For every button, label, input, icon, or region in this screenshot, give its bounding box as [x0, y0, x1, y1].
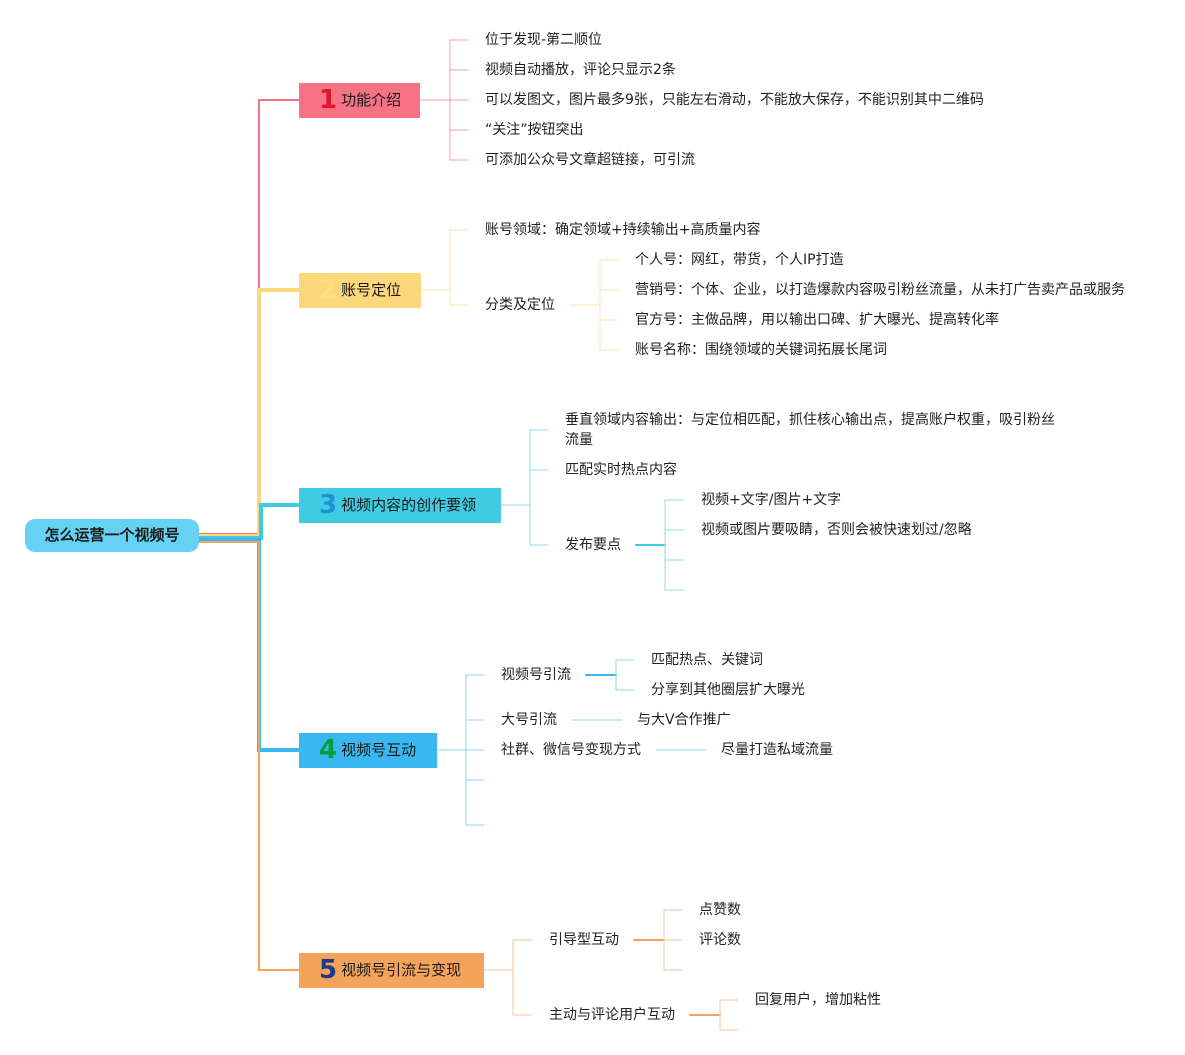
topic-number: 3: [319, 490, 338, 520]
list-item[interactable]: 分类及定位: [485, 297, 555, 313]
list-item[interactable]: 匹配实时热点内容: [565, 462, 677, 478]
list-item[interactable]: 发布要点: [565, 537, 621, 553]
list-item[interactable]: 大号引流: [501, 712, 557, 728]
list-item[interactable]: 点赞数: [699, 902, 741, 918]
topic-number: 4: [319, 735, 338, 765]
list-item[interactable]: 位于发现-第二顺位: [485, 32, 603, 48]
root-topic[interactable]: 怎么运营一个视频号: [25, 519, 199, 552]
connector-root-4: [197, 538, 301, 752]
list-item[interactable]: 可添加公众号文章超链接，可引流: [485, 152, 695, 168]
list-item[interactable]: 视频+文字/图片+文字: [701, 492, 842, 508]
list-item[interactable]: 视频自动播放，评论只显示2条: [485, 62, 676, 78]
topic-label: 视频号互动: [341, 741, 417, 759]
list-item[interactable]: 个人号：网红，带货，个人IP打造: [635, 252, 844, 268]
topic2-connectors: [420, 229, 619, 351]
list-item[interactable]: 账号名称：围绕领域的关键词拓展长尾词: [635, 342, 887, 358]
list-item[interactable]: 与大V合作推广: [637, 712, 731, 728]
topic-label: 账号定位: [341, 281, 402, 299]
list-item[interactable]: 分享到其他圈层扩大曝光: [651, 682, 805, 698]
list-item[interactable]: 视频号引流: [501, 667, 571, 683]
list-item[interactable]: 引导型互动: [549, 932, 619, 948]
topic-number: 2: [319, 275, 338, 305]
topic-label: 视频内容的创作要领: [341, 496, 477, 514]
list-item[interactable]: 尽量打造私域流量: [721, 742, 833, 758]
connector-root-1: [198, 99, 300, 535]
list-item[interactable]: 可以发图文，图片最多9张，只能左右滑动，不能放大保存，不能识别其中二维码: [485, 92, 984, 108]
topic-number: 1: [319, 85, 338, 115]
topic5-connectors: [483, 909, 739, 1031]
topic-label: 功能介绍: [341, 91, 402, 109]
topic-number: 5: [319, 955, 338, 985]
list-item[interactable]: 回复用户，增加粘性: [755, 992, 881, 1008]
list-item[interactable]: 社群、微信号变现方式: [501, 742, 641, 758]
topic4-connectors: [436, 659, 707, 826]
list-item[interactable]: “关注”按钮突出: [485, 122, 584, 138]
list-item[interactable]: 垂直领域内容输出：与定位相匹配，抓住核心输出点，提高账户权重，吸引粉丝流量: [565, 412, 1055, 448]
list-item[interactable]: 主动与评论用户互动: [549, 1007, 675, 1023]
list-item[interactable]: 匹配热点、关键词: [651, 652, 763, 668]
list-item[interactable]: 营销号：个体、企业，以打造爆款内容吸引粉丝流量，从未打广告卖产品或服务: [635, 282, 1125, 298]
topic3-connectors: [500, 429, 685, 591]
list-item[interactable]: 评论数: [699, 932, 741, 948]
topic-label: 视频号引流与变现: [341, 961, 462, 979]
topic1-connectors: [419, 39, 469, 161]
connector-root-5: [198, 541, 300, 971]
list-item[interactable]: 视频或图片要吸睛，否则会被快速划过/忽略: [701, 522, 972, 538]
list-item[interactable]: 账号领域：确定领域+持续输出+高质量内容: [485, 222, 761, 238]
connector-root-2: [197, 288, 301, 538]
list-item[interactable]: 官方号：主做品牌，用以输出口碑、扩大曝光、提高转化率: [635, 312, 999, 328]
